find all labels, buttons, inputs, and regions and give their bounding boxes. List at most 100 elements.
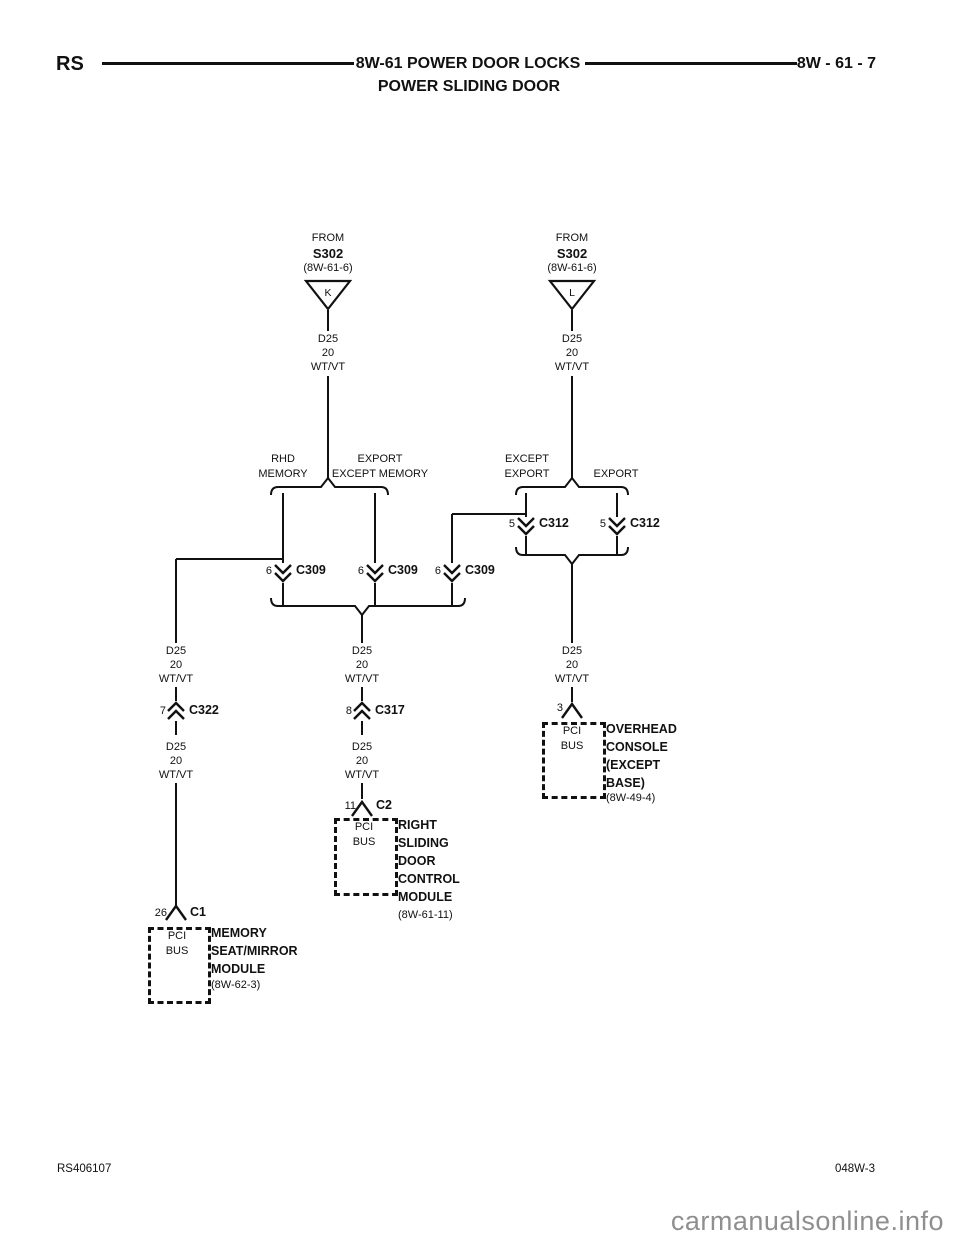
splice-triangle-icon [303, 279, 597, 311]
branch-line: EXCEPT [504, 453, 549, 465]
splice-name: S302 [556, 246, 588, 261]
terminal-letter-k: K [324, 287, 332, 299]
bus-line: PCI [167, 930, 187, 942]
connector-name: C317 [375, 703, 405, 717]
connector-pin: 8 [345, 705, 352, 717]
connector-name: C312 [630, 516, 660, 530]
branch-line: EXPORT [593, 468, 639, 480]
connector-pin: 3 [556, 702, 563, 714]
connector-name: C2 [376, 798, 392, 812]
section-title: 8W-61 POWER DOOR LOCKS [355, 55, 581, 72]
module-name-memory-seat-mirror: MEMORY SEAT/MIRROR MODULE [211, 924, 298, 978]
wire-gauge: 20 [565, 659, 579, 671]
source-prefix: FROM [311, 232, 345, 244]
page-number: 8W - 61 - 7 [796, 55, 876, 72]
wire-color: WT/VT [344, 769, 380, 781]
wire-gauge: 20 [355, 659, 369, 671]
module-name-line: SLIDING [398, 836, 449, 850]
wire-label: D25 20 WT/VT [555, 644, 589, 686]
branch-label-rhd-memory: RHD MEMORY [258, 452, 307, 482]
module-name-line: CONSOLE [606, 740, 668, 754]
wire-label: D25 20 WT/VT [159, 644, 193, 686]
branch-line: RHD [271, 453, 295, 465]
wire-gauge: 20 [565, 347, 579, 359]
connector-pin: 11 [344, 800, 356, 812]
model-code: RS [56, 53, 84, 75]
bus-line: BUS [352, 836, 376, 848]
branch-line: EXCEPT MEMORY [331, 468, 429, 480]
inline-connector-chevron-down-icon [274, 517, 626, 583]
module-name-line: DOOR [398, 854, 436, 868]
connector-pin: 26 [154, 907, 167, 919]
branch-label-export-except-memory: EXPORT EXCEPT MEMORY [332, 452, 428, 482]
wire-segments [175, 310, 618, 905]
split-merge-braces [270, 476, 629, 617]
module-box-right-sliding-door [334, 818, 398, 896]
connector-pin: 5 [599, 518, 606, 530]
connector-pin: 6 [357, 565, 364, 577]
wire-gauge: 20 [355, 755, 369, 767]
wire-label: D25 20 WT/VT [555, 332, 589, 374]
wire-circuit: D25 [351, 645, 373, 657]
connector-pin: 5 [508, 518, 515, 530]
terminal-letter-l: L [569, 287, 575, 299]
connector-name: C322 [189, 703, 219, 717]
inline-connector-chevron-up-icon [167, 701, 371, 720]
wire-gauge: 20 [169, 755, 183, 767]
connector-name: C309 [388, 563, 418, 577]
branch-line: EXPORT [357, 453, 403, 465]
wire-color: WT/VT [158, 769, 194, 781]
splice-ref: (8W-61-6) [547, 262, 597, 274]
drawing-number: RS406107 [57, 1163, 112, 1175]
wire-circuit: D25 [165, 741, 187, 753]
module-ref: (8W-61-11) [398, 909, 453, 921]
source-prefix: FROM [555, 232, 589, 244]
bus-label: PCI BUS [561, 724, 584, 754]
module-name-line: MEMORY [211, 926, 267, 940]
wire-color: WT/VT [158, 673, 194, 685]
wire-label: D25 20 WT/VT [345, 740, 379, 782]
module-name-overhead-console: OVERHEAD CONSOLE (EXCEPT BASE) [606, 720, 677, 792]
section-subtitle: POWER SLIDING DOOR [377, 78, 561, 95]
module-ref: (8W-49-4) [606, 792, 656, 804]
wire-label: D25 20 WT/VT [311, 332, 345, 374]
wire-color: WT/VT [554, 361, 590, 373]
connector-name: C1 [190, 905, 206, 919]
bus-label: PCI BUS [166, 929, 189, 959]
module-name-line: MODULE [398, 890, 453, 904]
wire-color: WT/VT [554, 673, 590, 685]
module-name-line: RIGHT [398, 818, 437, 832]
connector-pin: 6 [265, 565, 272, 577]
header-rule-right [585, 62, 797, 65]
module-name-line: (EXCEPT [606, 758, 661, 772]
module-box-memory-seat-mirror [148, 927, 211, 1004]
module-name-right-sliding-door: RIGHT SLIDING DOOR CONTROL MODULE [398, 816, 460, 906]
wire-color: WT/VT [344, 673, 380, 685]
branch-label-export: EXPORT [593, 467, 638, 482]
branch-label-except-export: EXCEPT EXPORT [504, 452, 549, 482]
connector-pin: 6 [434, 565, 441, 577]
module-name-line: MODULE [211, 962, 266, 976]
module-connector-caret-icon [165, 701, 583, 921]
bus-line: PCI [562, 725, 582, 737]
branch-line: EXPORT [504, 468, 550, 480]
wire-circuit: D25 [561, 333, 583, 345]
wire-color: WT/VT [310, 361, 346, 373]
module-box-overhead-console [542, 722, 606, 799]
bus-line: BUS [165, 945, 189, 957]
wire-circuit: D25 [165, 645, 187, 657]
sheet-code: 048W-3 [834, 1163, 875, 1175]
module-name-line: SEAT/MIRROR [211, 944, 298, 958]
module-name-line: OVERHEAD [606, 722, 677, 736]
connector-name: C309 [296, 563, 326, 577]
connector-name: C312 [539, 516, 569, 530]
bus-line: BUS [560, 740, 584, 752]
splice-ref: (8W-61-6) [303, 262, 353, 274]
connector-name: C309 [465, 563, 495, 577]
wire-label: D25 20 WT/VT [159, 740, 193, 782]
wire-gauge: 20 [321, 347, 335, 359]
splice-source-l: FROM S302 (8W-61-6) [547, 231, 596, 276]
wire-circuit: D25 [561, 645, 583, 657]
